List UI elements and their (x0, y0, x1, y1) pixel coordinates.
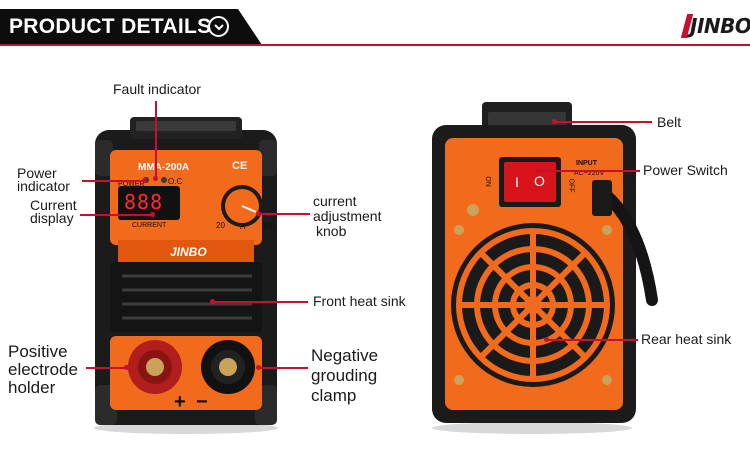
polarity-minus: − (196, 391, 208, 413)
callout-power-indicator-line2: indicator (17, 178, 70, 194)
polarity-plus: + (174, 391, 186, 413)
callout-negative-line1: Negative (311, 346, 379, 365)
positive-leader (86, 367, 126, 369)
negative-dot (256, 365, 261, 370)
adjust-knob-leader (258, 213, 310, 215)
callout-power-switch: Power Switch (643, 162, 728, 178)
power-switch-dot (536, 168, 541, 173)
front-brand-plate: JINBO (170, 245, 207, 259)
chevron-down-icon[interactable] (208, 16, 229, 37)
callout-positive-line1: Positive (8, 342, 68, 361)
callout-adjust-knob-line2: adjustment (313, 208, 382, 224)
knob-unit-label: A (240, 222, 246, 231)
knob-max-label: 200 (262, 222, 276, 231)
display-caption: CURRENT (132, 222, 167, 229)
callout-positive-line3: holder (8, 378, 56, 397)
fault-indicator-dot (153, 176, 158, 181)
belt-dot (552, 119, 557, 124)
rear-heat-sink-dot (544, 337, 549, 342)
header-bar: PRODUCT DETAILS JINBO (0, 0, 750, 48)
callout-rear-heat-sink: Rear heat sink (641, 331, 732, 347)
rear-heat-sink-leader (546, 339, 638, 341)
brand-logo: JINBO (690, 14, 750, 38)
current-display-leader (80, 214, 152, 216)
adjust-knob-dot (256, 211, 261, 216)
switch-on-mark: I (515, 174, 519, 190)
callout-negative-line2: grouding (311, 366, 378, 385)
current-display-digits: 888 (124, 190, 164, 214)
callout-current-display-line1: Current (30, 197, 77, 213)
callout-fault-indicator: Fault indicator (113, 81, 201, 97)
callout-adjust-knob-line1: current (313, 193, 357, 209)
callout-negative-line3: clamp (311, 386, 357, 405)
model-label: MMA-200A (138, 162, 190, 173)
belt-leader (554, 121, 652, 123)
fault-indicator-leader (155, 101, 157, 179)
power-indicator-dot (142, 178, 147, 183)
positive-dot (124, 365, 129, 370)
ce-mark: CE (232, 160, 248, 172)
callout-belt: Belt (657, 114, 682, 130)
callout-adjust-knob-line3: knob (316, 223, 347, 239)
negative-leader (258, 367, 308, 369)
knob-min-label: 20 (216, 221, 225, 230)
input-voltage-label: AC~220V (574, 170, 605, 177)
callout-current-display-line2: display (30, 210, 74, 226)
side-on-label: ON (483, 176, 491, 187)
front-heat-sink-dot (210, 299, 215, 304)
callout-front-heat-sink: Front heat sink (313, 293, 406, 309)
power-led-label: POWER (118, 181, 145, 188)
callout-positive-line2: electrode (8, 360, 78, 379)
side-off-label: OFF (567, 178, 575, 193)
page-title: PRODUCT DETAILS (9, 15, 212, 38)
switch-off-mark: O (534, 173, 545, 189)
power-indicator-leader (82, 180, 144, 182)
input-label: INPUT (576, 160, 597, 167)
current-display-dot (150, 212, 155, 217)
oc-led-label: O.C (168, 177, 183, 186)
header-divider (0, 44, 750, 46)
front-heat-sink-leader (212, 301, 308, 303)
callout-power-indicator-line1: Power (17, 165, 57, 181)
power-switch-leader (538, 170, 640, 172)
